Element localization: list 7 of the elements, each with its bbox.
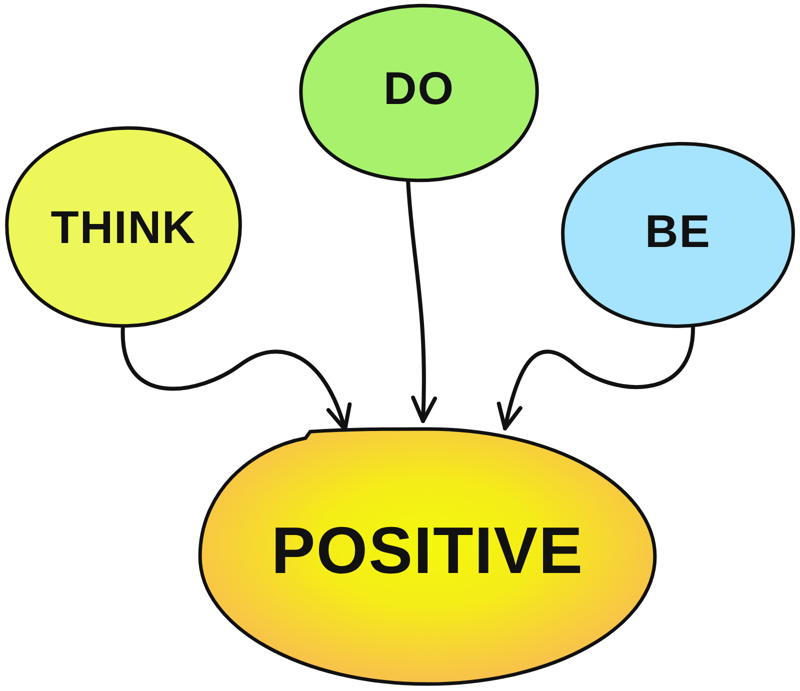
bubble-label: THINK bbox=[50, 204, 196, 250]
bubble-label: DO bbox=[384, 65, 454, 116]
bubble-label: BE bbox=[645, 208, 711, 259]
bubble bbox=[296, 2, 542, 184]
bubble bbox=[2, 124, 245, 330]
bubble-label: POSITIVE bbox=[271, 516, 584, 588]
bubble bbox=[558, 140, 798, 330]
